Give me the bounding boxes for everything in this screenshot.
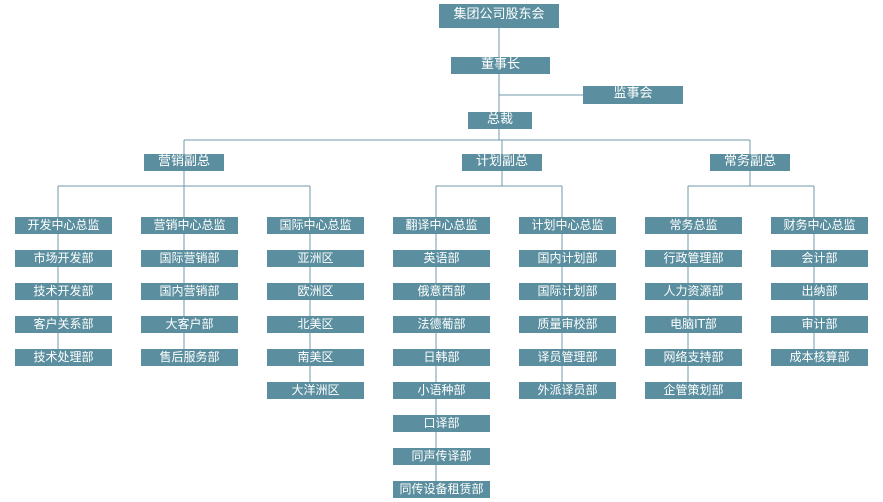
department-head-box: 国际中心总监: [267, 217, 364, 234]
unit-box: 售后服务部: [141, 349, 238, 366]
unit-box: 会计部: [771, 250, 868, 267]
unit-box: 亚洲区: [267, 250, 364, 267]
supervisory-board-box: 监事会: [583, 86, 683, 104]
unit-box: 口译部: [393, 415, 490, 432]
vice-president-box: 计划副总: [462, 154, 542, 171]
unit-box: 北美区: [267, 316, 364, 333]
unit-box: 技术处理部: [15, 349, 112, 366]
unit-box: 同传设备租赁部: [393, 481, 490, 498]
unit-box: 国内计划部: [519, 250, 616, 267]
unit-box: 译员管理部: [519, 349, 616, 366]
unit-box: 外派译员部: [519, 382, 616, 399]
unit-box: 审计部: [771, 316, 868, 333]
department-head-box: 开发中心总监: [15, 217, 112, 234]
unit-box: 成本核算部: [771, 349, 868, 366]
unit-box: 人力资源部: [645, 283, 742, 300]
unit-box: 欧洲区: [267, 283, 364, 300]
president-box: 总裁: [468, 112, 532, 129]
vice-president-box: 营销副总: [144, 154, 224, 171]
unit-box: 企管策划部: [645, 382, 742, 399]
unit-box: 俄意西部: [393, 283, 490, 300]
department-head-box: 财务中心总监: [771, 217, 868, 234]
department-head-box: 翻译中心总监: [393, 217, 490, 234]
unit-box: 大洋洲区: [267, 382, 364, 399]
unit-box: 行政管理部: [645, 250, 742, 267]
unit-box: 技术开发部: [15, 283, 112, 300]
department-head-box: 计划中心总监: [519, 217, 616, 234]
unit-box: 国际营销部: [141, 250, 238, 267]
unit-box: 国内营销部: [141, 283, 238, 300]
department-head-box: 常务总监: [645, 217, 742, 234]
unit-box: 市场开发部: [15, 250, 112, 267]
vice-president-box: 常务副总: [710, 154, 790, 171]
unit-box: 英语部: [393, 250, 490, 267]
unit-box: 法德葡部: [393, 316, 490, 333]
unit-box: 日韩部: [393, 349, 490, 366]
unit-box: 客户关系部: [15, 316, 112, 333]
unit-box: 出纳部: [771, 283, 868, 300]
unit-box: 同声传译部: [393, 448, 490, 465]
unit-box: 大客户部: [141, 316, 238, 333]
unit-box: 国际计划部: [519, 283, 616, 300]
shareholders-meeting-box: 集团公司股东会: [439, 4, 559, 28]
unit-box: 电脑IT部: [645, 316, 742, 333]
department-head-box: 营销中心总监: [141, 217, 238, 234]
unit-box: 南美区: [267, 349, 364, 366]
unit-box: 网络支持部: [645, 349, 742, 366]
unit-box: 小语种部: [393, 382, 490, 399]
unit-box: 质量审校部: [519, 316, 616, 333]
chairman-box: 董事长: [451, 57, 550, 74]
